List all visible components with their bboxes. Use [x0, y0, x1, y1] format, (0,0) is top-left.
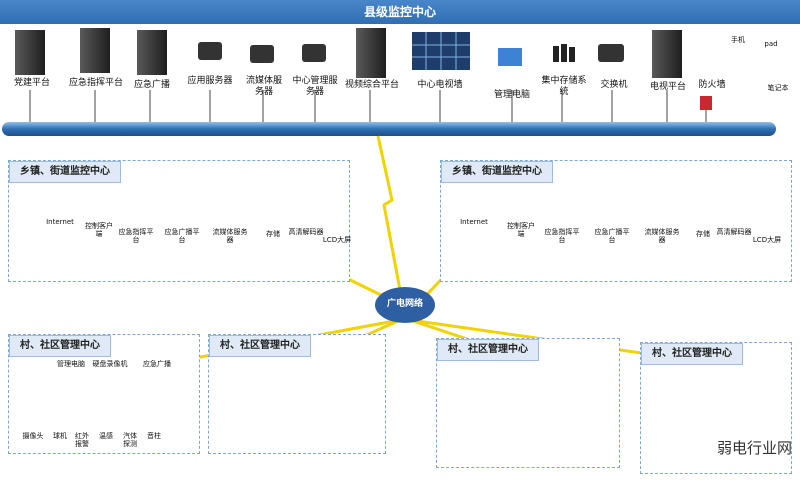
town-center-right: 乡镇、街道监控中心 — [440, 160, 792, 282]
label-firewall: 防火墙 — [698, 80, 726, 90]
rack-server-icon — [15, 28, 682, 78]
village-title-2: 村、社区管理中心 — [209, 335, 311, 357]
label-streaming-server: 流媒体服务器 — [245, 76, 282, 97]
town-client-right: 控制客户端 — [507, 222, 535, 238]
village-temp: 温感 — [99, 432, 113, 440]
switch-icon — [198, 42, 624, 63]
town-lcd-right: LCD大屏 — [752, 236, 782, 244]
pc-icon — [498, 48, 522, 66]
village-speaker: 音柱 — [147, 432, 161, 440]
label-switch: 交换机 — [600, 80, 628, 90]
town-streaming-right: 流媒体服务器 — [644, 228, 680, 244]
label-emergency-broadcast: 应急广播 — [133, 80, 170, 90]
county-center-banner: 县级监控中心 — [0, 0, 800, 24]
village-center-4: 村、社区管理中心 — [640, 342, 792, 474]
storage-icon — [553, 44, 575, 62]
village-center-3: 村、社区管理中心 — [436, 338, 620, 468]
town-title-right: 乡镇、街道监控中心 — [441, 161, 553, 183]
label-tv-platform: 电视平台 — [649, 82, 686, 92]
town-decoder-right: 高清解码器 — [716, 228, 752, 236]
network-cloud — [375, 287, 435, 323]
town-storage-left: 存储 — [266, 230, 280, 238]
town-command-right: 应急指挥平台 — [544, 228, 580, 244]
village-dome: 球机 — [53, 432, 67, 440]
label-video-platform: 视频综合平台 — [344, 80, 399, 90]
village-camera: 摄像头 — [22, 432, 44, 440]
town-title-left: 乡镇、街道监控中心 — [9, 161, 121, 183]
town-command-left: 应急指挥平台 — [118, 228, 154, 244]
label-emergency-command: 应急指挥平台 — [68, 78, 123, 88]
label-phone: 手机 — [731, 36, 745, 44]
town-client-left: 控制客户端 — [85, 222, 113, 238]
town-decoder-left: 高清解码器 — [288, 228, 324, 236]
town-streaming-left: 流媒体服务器 — [212, 228, 248, 244]
village-ir-alarm: 红外报警 — [75, 432, 89, 448]
watermark: 弱电行业网 — [716, 439, 792, 457]
village-mgmt-pc: 管理电脑 — [57, 360, 85, 368]
network-label: 广电网络 — [386, 299, 423, 309]
label-laptop: 笔记本 — [767, 84, 789, 92]
town-broadcast-left: 应急广播平台 — [164, 228, 200, 244]
town-internet-left: Internet — [46, 218, 74, 226]
label-app-server: 应用服务器 — [187, 76, 233, 86]
town-broadcast-right: 应急广播平台 — [594, 228, 630, 244]
label-tv-wall: 中心电视墙 — [417, 80, 463, 90]
village-broadcast: 应急广播 — [143, 360, 171, 368]
video-wall-icon — [412, 32, 470, 70]
county-drop-lines — [29, 90, 668, 122]
label-internet-top: Internet — [738, 66, 766, 74]
town-lcd-left: LCD大屏 — [322, 236, 352, 244]
label-storage-system: 集中存储系统 — [541, 76, 587, 97]
firewall-icon — [700, 96, 712, 110]
label-dangjian: 党建平台 — [13, 78, 50, 88]
label-mgmt-pc: 管理电脑 — [493, 90, 530, 100]
town-center-left: 乡镇、街道监控中心 — [8, 160, 350, 282]
village-center-2: 村、社区管理中心 — [208, 334, 386, 454]
county-bus — [2, 122, 776, 136]
label-pad: pad — [764, 40, 778, 48]
village-dvr: 硬盘录像机 — [92, 360, 128, 368]
town-internet-right: Internet — [460, 218, 488, 226]
village-center-1: 村、社区管理中心 — [8, 334, 200, 454]
village-gas: 汽体探测 — [123, 432, 137, 448]
village-title-1: 村、社区管理中心 — [9, 335, 111, 357]
village-title-4: 村、社区管理中心 — [641, 343, 743, 365]
label-center-mgmt-server: 中心管理服务器 — [292, 76, 338, 97]
town-storage-right: 存储 — [696, 230, 710, 238]
village-title-3: 村、社区管理中心 — [437, 339, 539, 361]
